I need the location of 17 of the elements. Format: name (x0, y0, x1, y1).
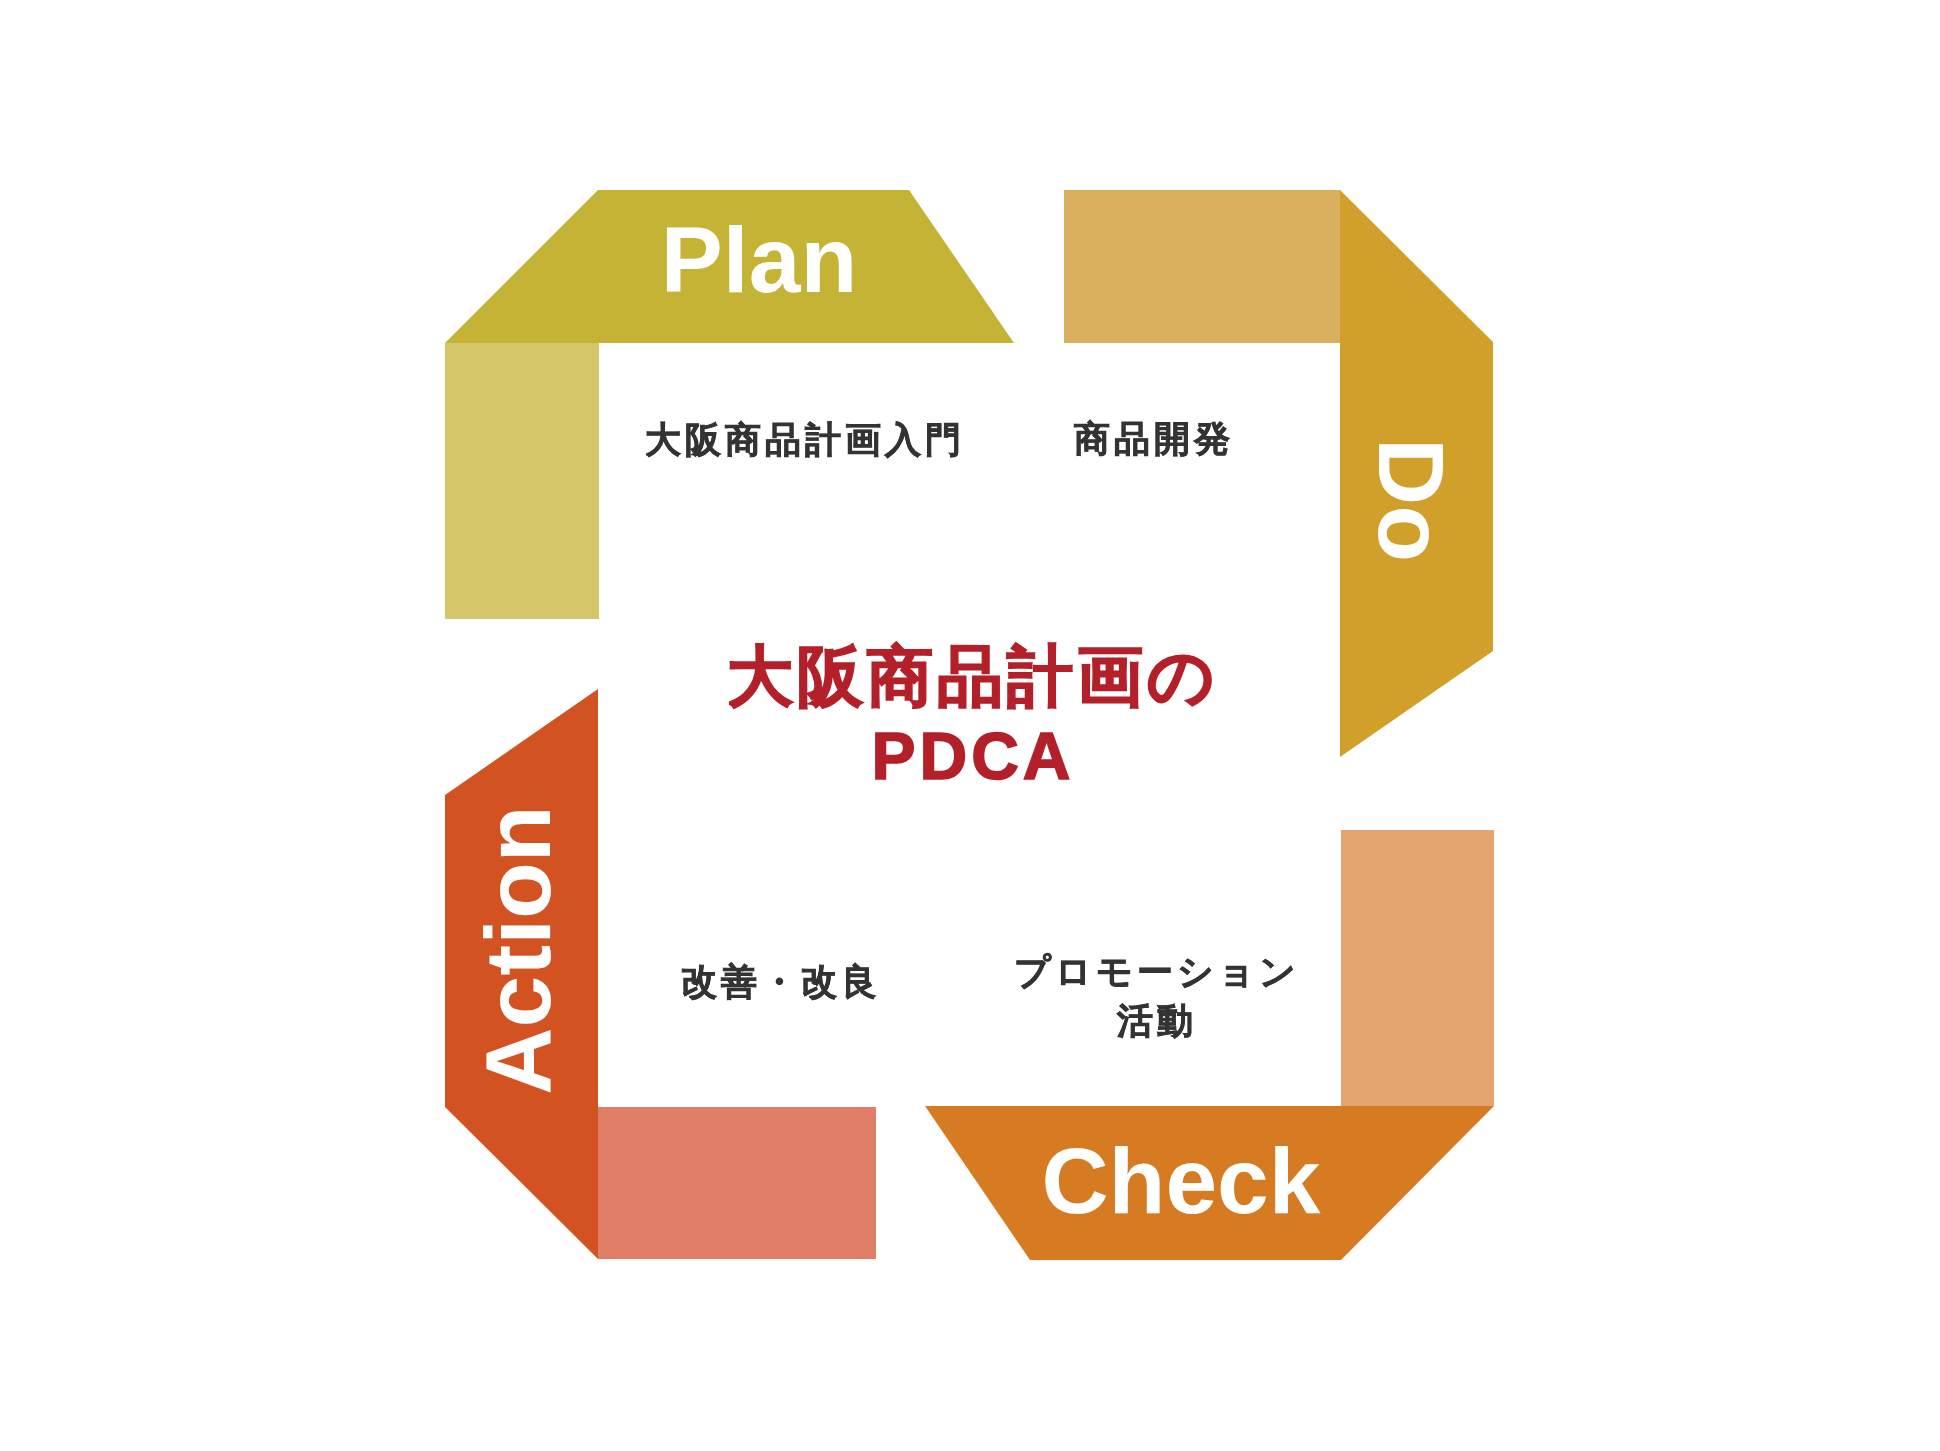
phase-label: Do (1363, 438, 1457, 562)
diagram-title: 大阪商品計画のPDCA (726, 638, 1220, 795)
ribbon-fold (445, 343, 599, 619)
ribbon-fold (598, 1107, 876, 1259)
ribbon-band (445, 689, 598, 1259)
activity-label: 改善・改良 (681, 959, 881, 1004)
ribbon-band (445, 190, 1014, 343)
ribbon-fold (1341, 830, 1494, 1106)
ribbon-fold (1064, 190, 1340, 343)
activity-label: 大阪商品計画入門 (645, 417, 965, 462)
activity-label: プロモーション活動 (1013, 950, 1301, 1043)
phase-label: Check (1041, 1134, 1321, 1228)
ribbon-band (925, 1106, 1494, 1260)
activity-label: 商品開発 (1074, 416, 1234, 461)
ribbon-band (1340, 190, 1493, 757)
phase-label: Plan (660, 213, 858, 307)
phase-label: Action (471, 805, 565, 1095)
